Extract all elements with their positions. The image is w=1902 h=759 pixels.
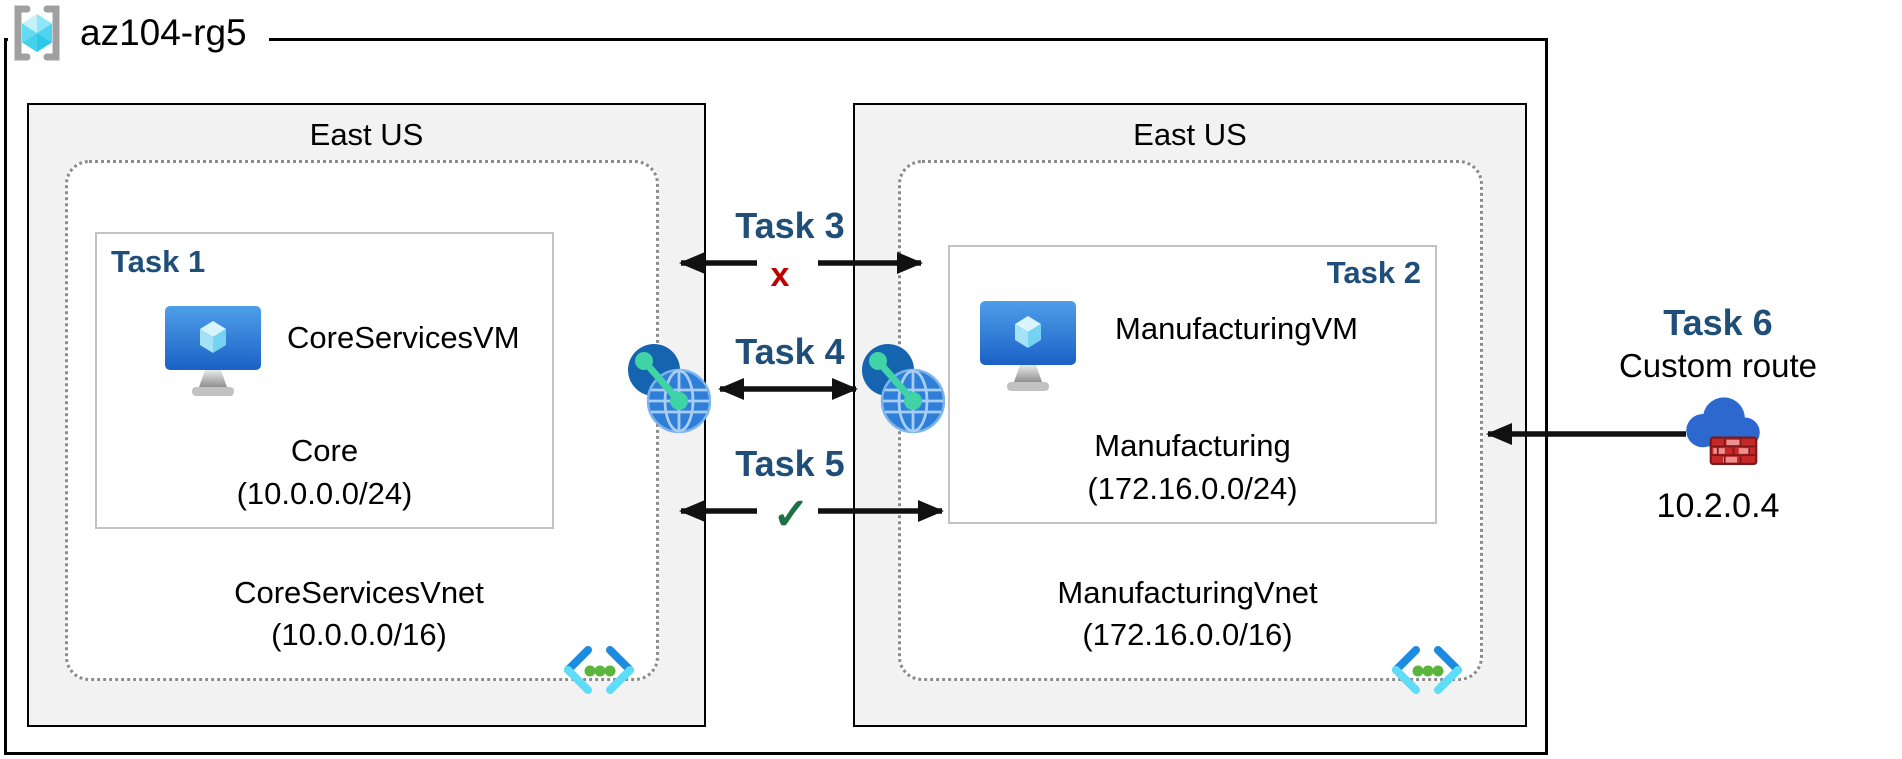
virtual-network-icon (564, 646, 634, 694)
region-title-left: East US (309, 117, 424, 152)
task5-allowed-check: ✓ (772, 490, 810, 539)
subnet-cidr: (172.16.0.0/24) (1087, 471, 1298, 506)
vnet-name: ManufacturingVnet (1057, 575, 1318, 610)
region-title-right: East US (1133, 117, 1247, 152)
task3-label: Task 3 (735, 205, 845, 246)
subnet-cidr: (10.0.0.0/24) (236, 476, 413, 511)
firewall-cloud-icon (1686, 397, 1760, 465)
vm-icon (980, 301, 1076, 391)
task6-label: Task 6 (1663, 302, 1773, 343)
virtual-network-icon (1392, 646, 1462, 694)
resource-group-name: az104-rg5 (80, 12, 247, 53)
task2-label: Task 2 (1326, 255, 1421, 290)
task3-blocked-x: x (770, 256, 790, 294)
subnet-info-core: Core (10.0.0.0/24) (97, 429, 552, 515)
subnet-name: Core (290, 433, 359, 468)
custom-route-title: Custom route (1618, 347, 1818, 384)
vnet-caption-coreservices: CoreServicesVnet (10.0.0.0/16) (65, 572, 653, 656)
vnet-cidr: (172.16.0.0/16) (1082, 617, 1293, 652)
vnet-cidr: (10.0.0.0/16) (271, 617, 447, 652)
subnet-card-manufacturing: Task 2 ManufacturingVM Manufacturing (948, 245, 1437, 524)
vnet-peering-icon (862, 344, 945, 434)
vm-icon (165, 306, 261, 396)
custom-route-ip: 10.2.0.4 (1656, 487, 1780, 525)
subnet-info-manufacturing: Manufacturing (172.16.0.0/24) (950, 424, 1435, 510)
vm-name-manufacturing: ManufacturingVM (1115, 311, 1358, 346)
vnet-caption-manufacturing: ManufacturingVnet (172.16.0.0/16) (898, 572, 1477, 656)
subnet-card-core: Task 1 CoreServicesVM Core (10.0.0. (95, 232, 554, 529)
task4-label: Task 4 (735, 331, 845, 372)
vnet-peering-icon (628, 344, 711, 434)
task5-label: Task 5 (735, 443, 845, 484)
subnet-name: Manufacturing (1094, 428, 1291, 463)
resource-group-icon (14, 5, 60, 61)
vm-name-coreservices: CoreServicesVM (287, 320, 520, 355)
resource-group-label: az104-rg5 (8, 0, 269, 66)
vnet-name: CoreServicesVnet (234, 575, 484, 610)
task1-label: Task 1 (111, 244, 206, 279)
